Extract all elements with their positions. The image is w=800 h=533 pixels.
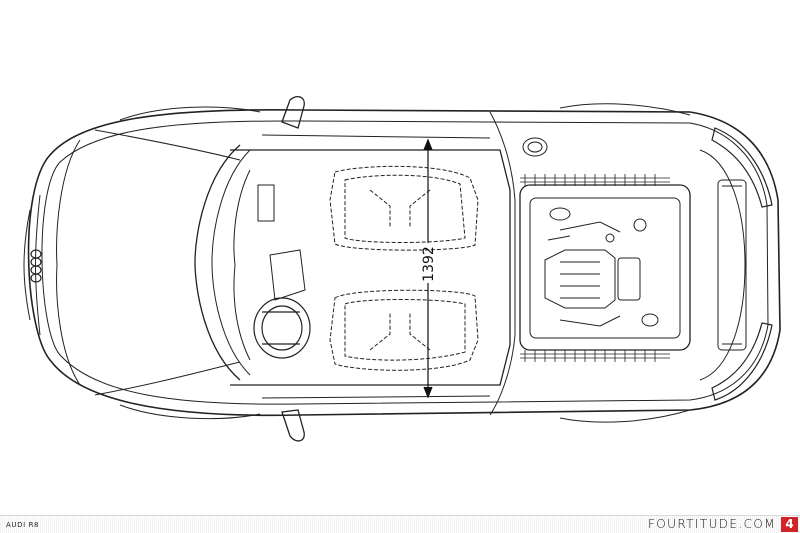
car-body-inner-outline: [41, 120, 769, 405]
rear-deck: [699, 149, 746, 381]
dimension-arrow: [423, 138, 433, 399]
windshield: [194, 144, 241, 381]
rear-wheel-arch-top: [559, 103, 691, 116]
brand-badge-icon: 4: [781, 517, 798, 532]
fuel-cap: [522, 137, 548, 157]
v8-engine: [544, 207, 659, 327]
mirror-left: [281, 95, 305, 129]
mirror-right: [281, 409, 305, 442]
seat-right: [329, 289, 479, 371]
front-bumper: [23, 209, 31, 321]
audi-rings-logo: [30, 249, 42, 283]
front-wheel-arch-bottom: [119, 404, 261, 420]
hood-crease-bottom: [94, 361, 241, 396]
front-wheel-arch-top: [119, 106, 261, 121]
rear-wheel-arch-bottom: [559, 409, 691, 423]
steering-wheel: [253, 297, 311, 359]
rear-grille: [717, 179, 747, 351]
front-grille-line: [35, 194, 41, 336]
brand-name: FOURTITUDE.COM: [648, 517, 776, 531]
hood-crease-top: [94, 129, 241, 161]
tail-light-top: [711, 127, 773, 208]
cabin-frame: [230, 149, 511, 386]
seat-left: [329, 165, 479, 251]
dash-panel: [257, 184, 275, 222]
car-top-view-diagram: 1392: [23, 95, 781, 442]
car-body-outline: [27, 108, 781, 417]
dashboard: [233, 169, 251, 361]
model-label: AUDI R8: [6, 521, 40, 529]
dimension-label: 1392: [421, 246, 437, 282]
engine-louvers: [520, 174, 670, 362]
footer-bar: AUDI R8 FOURTITUDE.COM 4: [0, 515, 800, 533]
tail-light-bottom: [711, 322, 773, 401]
